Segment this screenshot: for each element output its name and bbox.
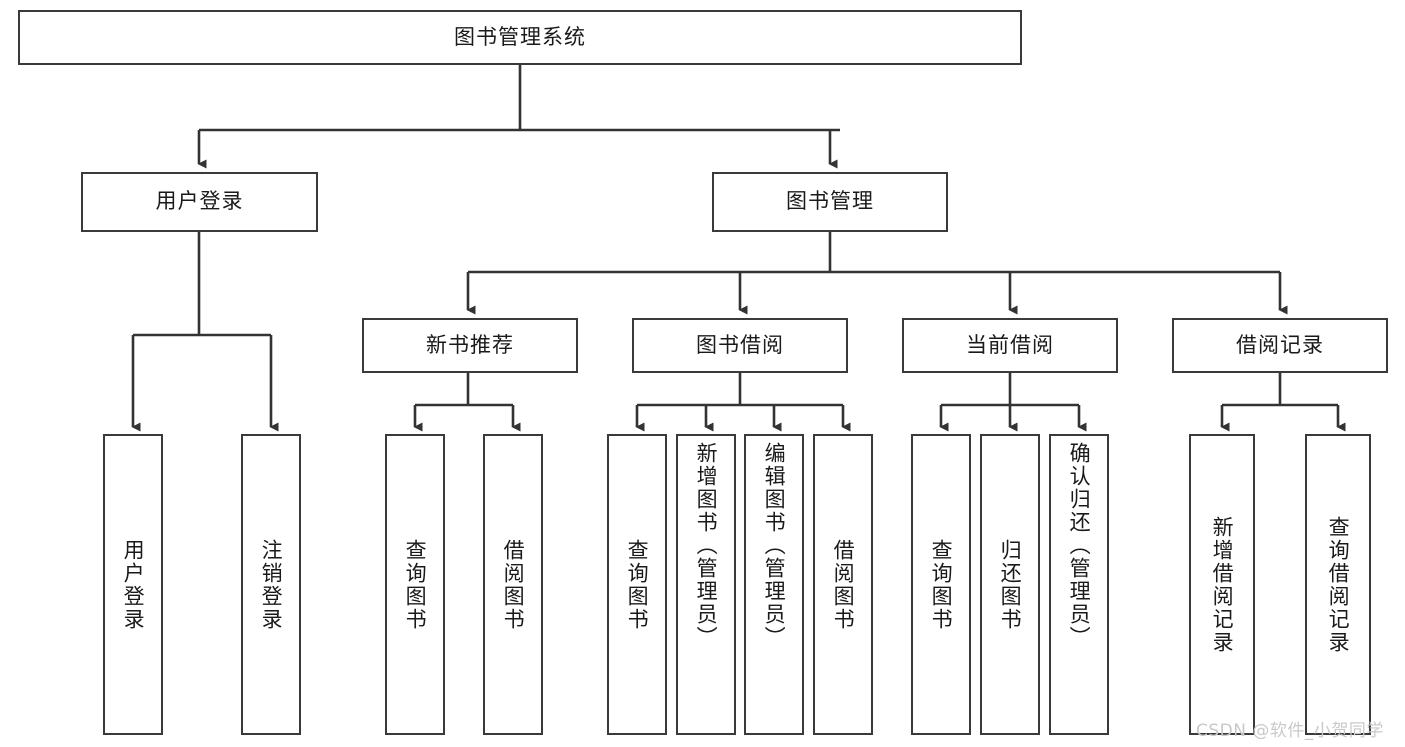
leaf-book-borrow-add[interactable]: 新增图书（管理员） [676,434,736,735]
leaf-new-book-query[interactable]: 查询图书 [385,434,445,735]
node-user-login[interactable]: 用户登录 [81,172,318,232]
leaf-borrow-record-add[interactable]: 新增借阅记录 [1189,434,1255,735]
leaf-book-borrow-edit[interactable]: 编辑图书（管理员） [744,434,804,735]
node-book-borrow[interactable]: 图书借阅 [632,318,848,373]
leaf-current-borrow-return[interactable]: 归还图书 [980,434,1040,735]
node-borrow-record[interactable]: 借阅记录 [1172,318,1388,373]
leaf-book-borrow-borrow[interactable]: 借阅图书 [813,434,873,735]
watermark-text: CSDN @软件_小贺同学 [1196,721,1384,741]
leaf-user-login-login[interactable]: 用户登录 [103,434,163,735]
node-book-management[interactable]: 图书管理 [712,172,948,232]
leaf-current-borrow-query[interactable]: 查询图书 [911,434,971,735]
leaf-book-borrow-query[interactable]: 查询图书 [607,434,667,735]
leaf-borrow-record-query[interactable]: 查询借阅记录 [1305,434,1371,735]
leaf-user-login-logout[interactable]: 注销登录 [241,434,301,735]
leaf-new-book-borrow[interactable]: 借阅图书 [483,434,543,735]
node-new-book-recommend[interactable]: 新书推荐 [362,318,578,373]
leaf-current-borrow-confirm-return[interactable]: 确认归还（管理员） [1049,434,1109,735]
node-root-system[interactable]: 图书管理系统 [18,10,1022,65]
node-current-borrow[interactable]: 当前借阅 [902,318,1118,373]
